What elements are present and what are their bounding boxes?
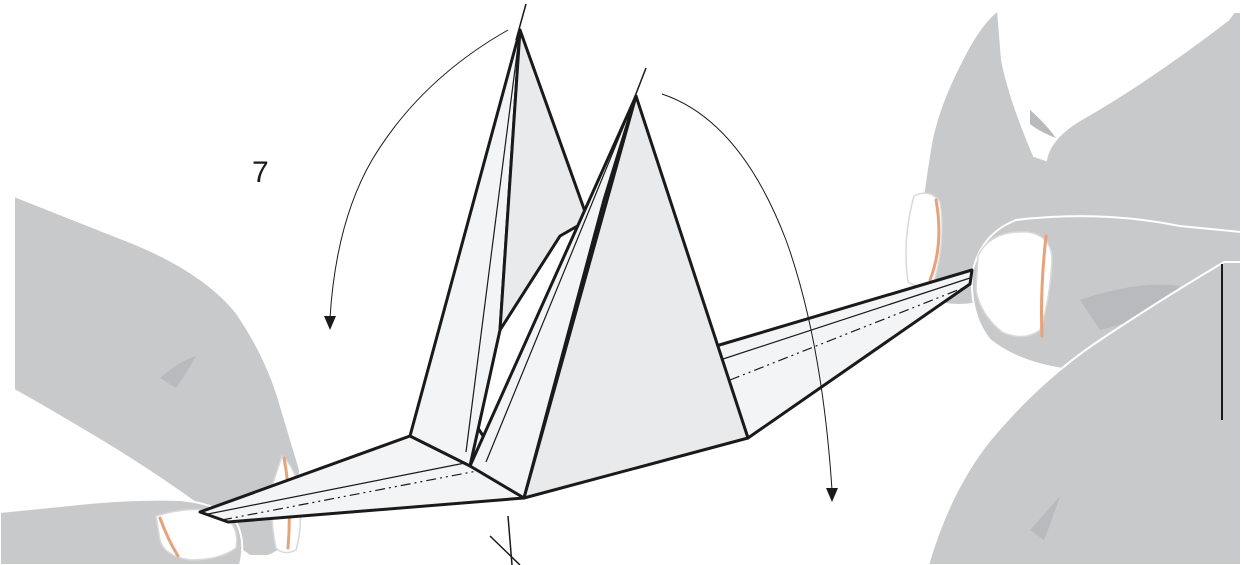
front-wing-tip xyxy=(632,68,646,104)
paper-model xyxy=(200,4,972,565)
right-neck-flap xyxy=(716,270,972,438)
left-arrow-head xyxy=(324,316,336,330)
step-number: 7 xyxy=(252,156,269,189)
bottom-point-line-2 xyxy=(490,536,520,565)
right-knuckle-shade xyxy=(1030,110,1056,138)
right-arrow-head xyxy=(826,488,838,502)
